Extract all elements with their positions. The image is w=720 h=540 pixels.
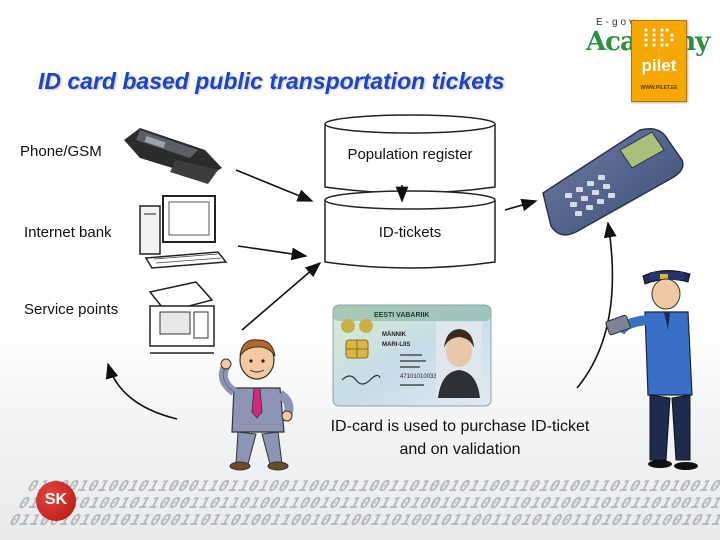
arrow-inspector-to-validator [576,221,617,389]
id-card-code: 47101010033 [400,374,437,380]
mobile-phone-icon [124,128,222,184]
label-internet-bank: Internet bank [24,224,112,241]
pilet-dot-mark [644,28,674,47]
id-card-photo [436,322,482,398]
id-tickets-database [324,190,496,269]
id-card: EESTI VABARIIK MÄNNIK MARI-LIIS 47101010… [332,304,492,407]
caption-line-2: and on validation [399,441,521,458]
id-card-given-name: MARI-LIIS [382,342,410,348]
sk-logo-text: SK [44,491,68,508]
sk-logo: SK [36,481,76,521]
customer-cartoon-icon [218,339,294,471]
arrow-service-to-tickets [241,261,322,331]
pilet-logo: pilet WWW.PILET.EE [631,20,687,102]
label-service-points: Service points [24,301,119,318]
label-phone-gsm: Phone/GSM [20,143,102,160]
arrow-internet-to-tickets [237,245,308,261]
computer-icon [139,195,228,269]
arrow-person-to-service-points [105,362,178,420]
label-id-tickets: ID-tickets [378,224,442,241]
label-population-register: Population register [347,146,473,163]
id-card-surname: MÄNNIK [382,331,407,338]
pilet-url: WWW.PILET.EE [640,85,678,91]
academy-tagline: E-gov [596,17,638,28]
handheld-validator-device-icon [542,128,684,236]
arrow-phone-to-tickets [235,169,314,202]
service-point-terminal-icon [148,281,215,354]
population-register-database [324,114,496,194]
pilet-name: pilet [641,56,677,75]
slide-title: ID card based public transportation tick… [38,68,505,94]
caption: ID-card is used to purchase ID-ticket an… [290,415,630,461]
arrow-tickets-to-validator [504,198,538,212]
id-card-header: EESTI VABARIIK [374,312,430,319]
caption-line-1: ID-card is used to purchase ID-ticket [330,418,590,435]
ticket-inspector-icon [605,270,698,470]
